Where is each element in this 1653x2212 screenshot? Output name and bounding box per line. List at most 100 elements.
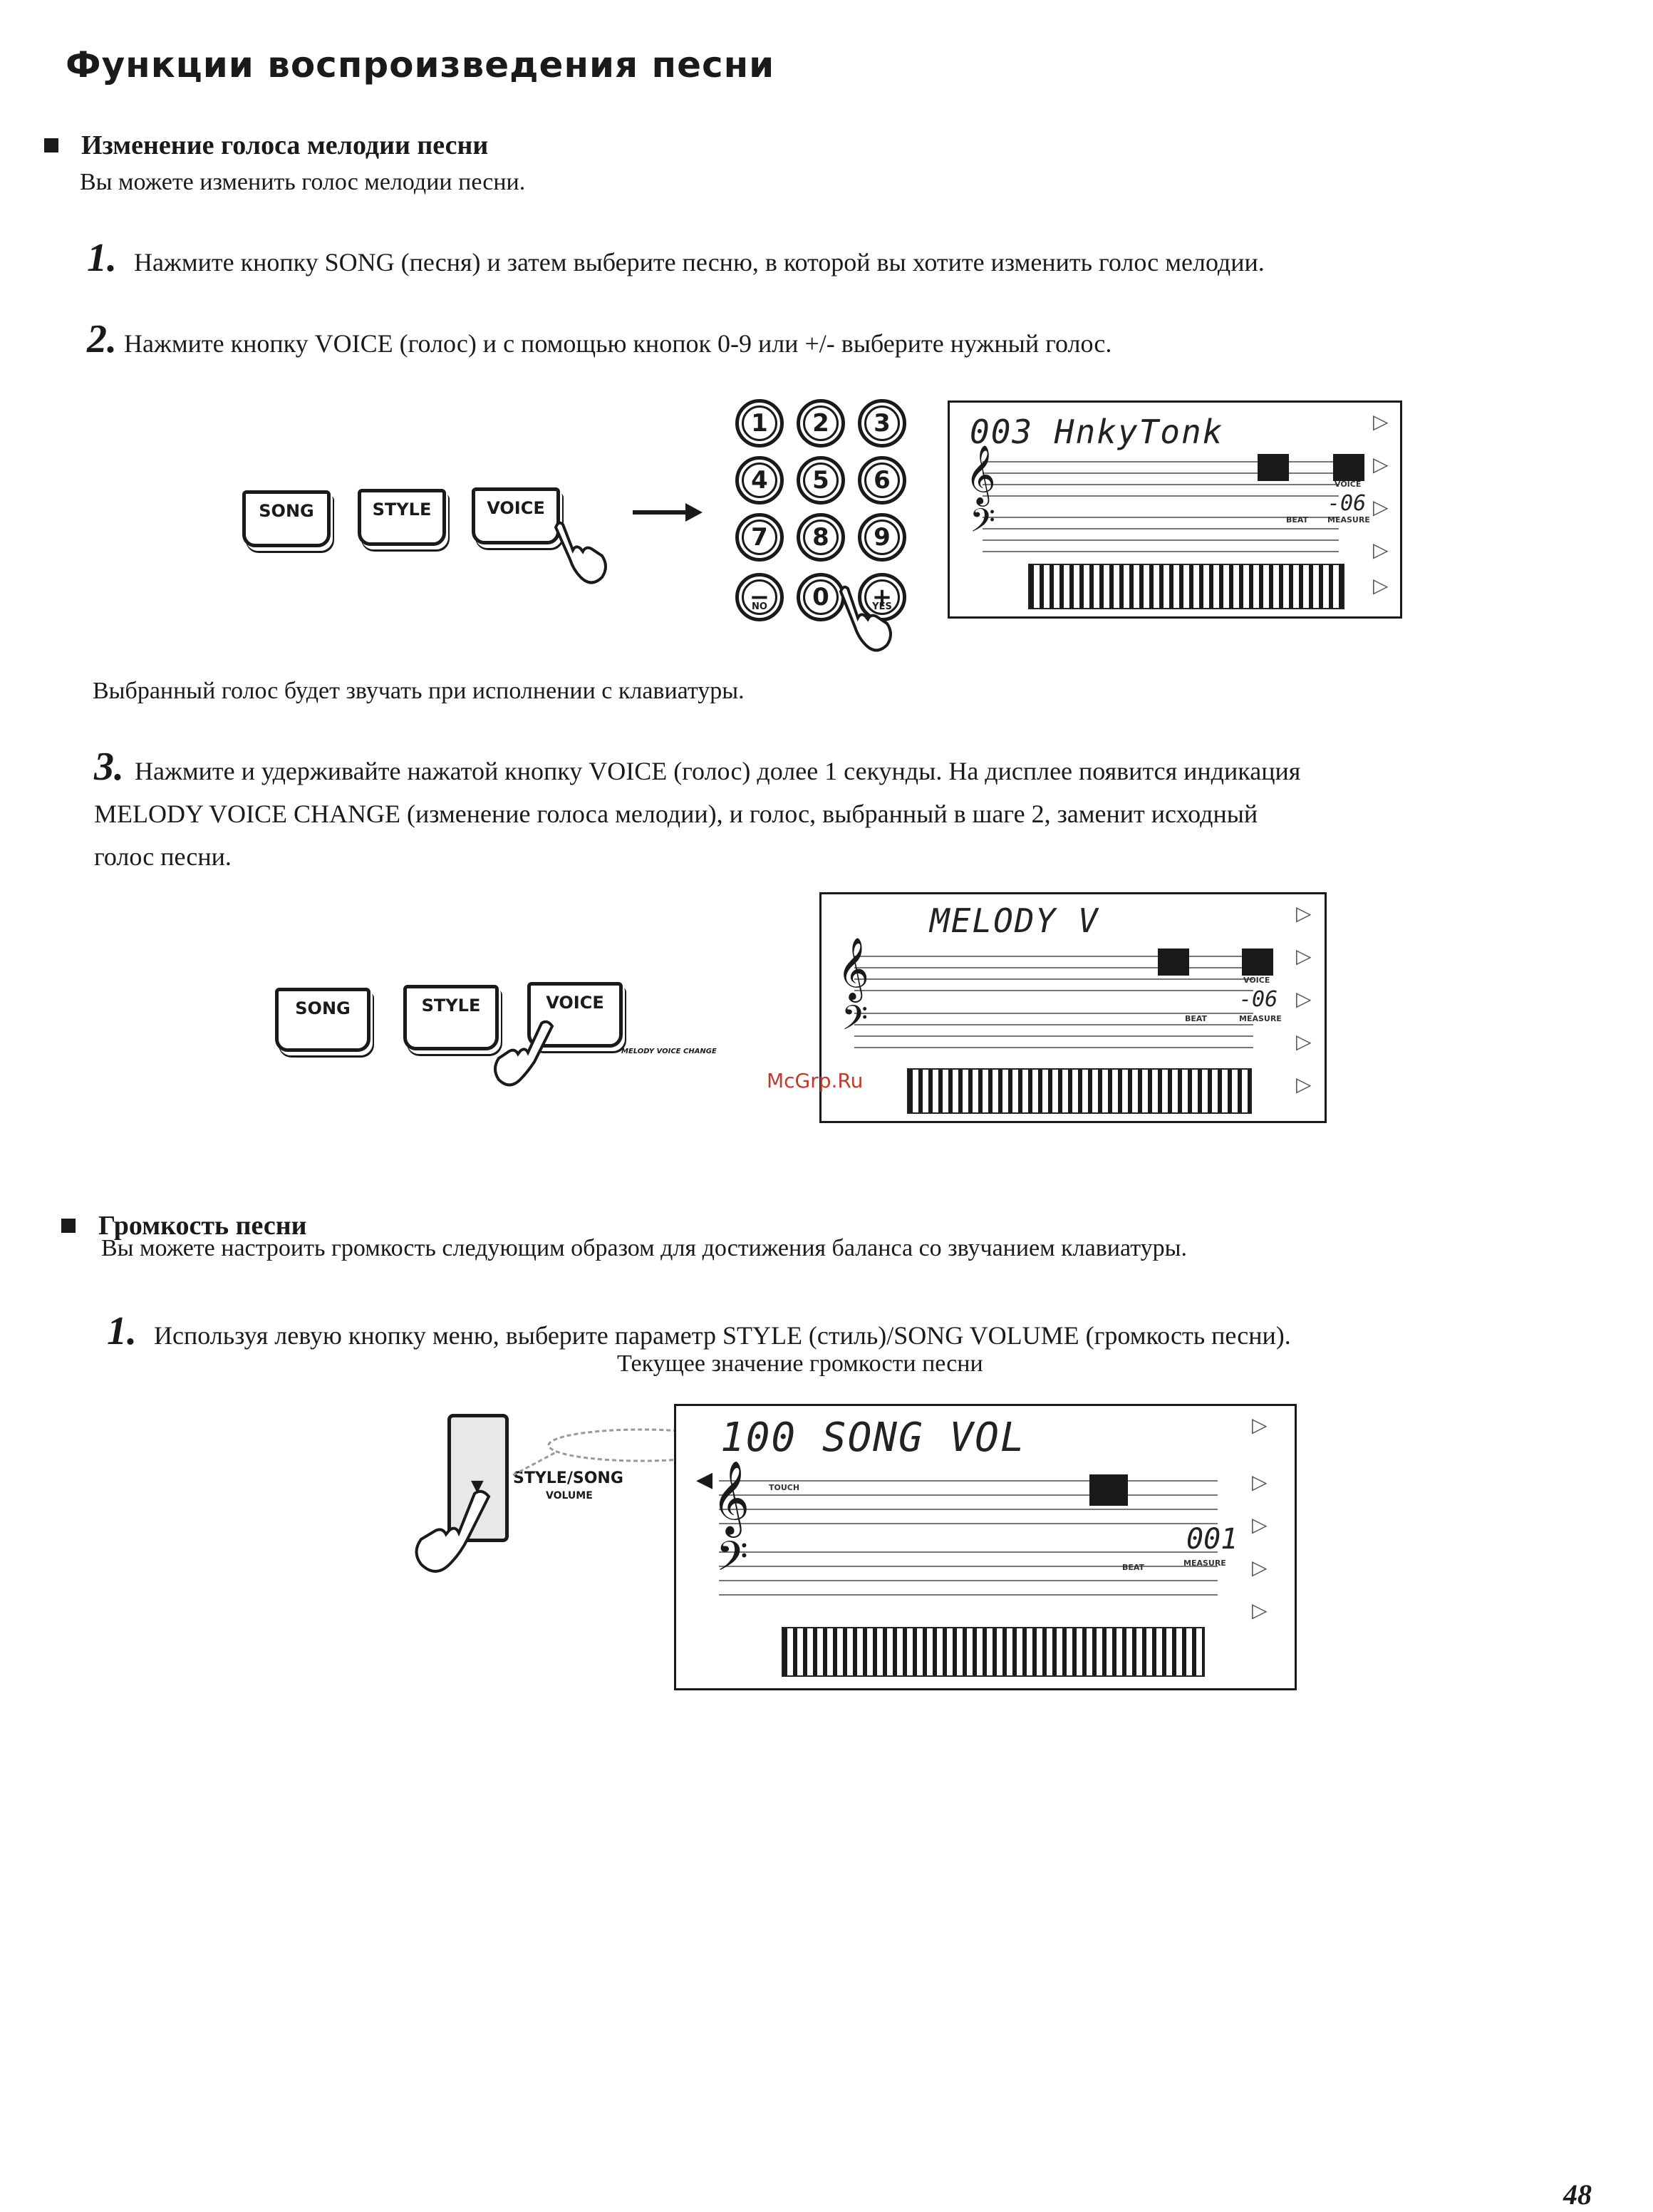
result-note: Выбранный голос будет звучать при исполн…	[93, 678, 745, 704]
right-triangle-icon: ▷	[1252, 1470, 1268, 1494]
pointing-hand-icon	[415, 1489, 491, 1573]
right-triangle-icon: ▷	[1252, 1413, 1268, 1437]
staff-line	[854, 1047, 1253, 1048]
measure-label: MEASURE	[1327, 515, 1370, 524]
measure-value: 001	[1186, 1523, 1238, 1556]
numpad-key-9[interactable]: 9	[858, 513, 906, 562]
style-button[interactable]: STYLE	[358, 489, 446, 546]
numpad-key-2[interactable]: 2	[797, 399, 845, 448]
staff-line	[719, 1580, 1218, 1581]
numpad-key-3[interactable]: 3	[858, 399, 906, 448]
voice-label: VOICE	[1243, 976, 1270, 985]
song-button[interactable]: SONG	[242, 490, 331, 547]
step-text: Нажмите кнопку SONG (песня) и затем выбе…	[134, 248, 1265, 276]
numpad-key-7[interactable]: 7	[735, 513, 784, 562]
style-icon	[1258, 454, 1289, 481]
beat-label: BEAT	[1185, 1014, 1208, 1023]
right-triangle-icon: ▷	[1296, 1030, 1312, 1053]
numpad-key-label: 4	[742, 462, 777, 498]
pointing-hand-icon	[554, 521, 607, 584]
step-1: 1. Нажмите кнопку SONG (песня) и затем в…	[87, 235, 1265, 281]
staff-line	[983, 472, 1339, 474]
staff-line	[854, 1024, 1253, 1025]
staff-line	[719, 1566, 1218, 1567]
voice-button[interactable]: VOICE	[472, 487, 560, 544]
numpad-key-label: −	[742, 579, 777, 615]
staff-line	[983, 539, 1339, 541]
numpad-key-label: 7	[742, 520, 777, 555]
step-number: 1.	[87, 236, 117, 280]
step-text-line1: Нажмите и удерживайте нажатой кнопку VOI…	[135, 757, 1301, 785]
step-text-line2: MELODY VOICE CHANGE (изменение голоса ме…	[94, 800, 1258, 828]
bass-clef-icon: 𝄢	[970, 503, 996, 547]
measure-label: MEASURE	[1239, 1014, 1282, 1023]
staff-line	[719, 1594, 1218, 1596]
numpad-key-label: +	[864, 579, 900, 615]
numpad-key-label: 3	[864, 405, 900, 441]
measure-label: MEASURE	[1183, 1559, 1226, 1568]
numpad-key-label: 0	[803, 579, 839, 615]
right-triangle-icon: ▷	[1252, 1513, 1268, 1536]
section-intro: Вы можете настроить громкость следующим …	[101, 1235, 1187, 1261]
left-pointer-icon: ◀	[696, 1468, 713, 1492]
section-heading-text: Изменение голоса мелодии песни	[81, 130, 489, 160]
numpad-key-1[interactable]: 1	[735, 399, 784, 448]
staff-line	[719, 1509, 1218, 1510]
lcd-main-text: MELODY V	[930, 901, 1099, 940]
right-triangle-icon: ▷	[1373, 538, 1389, 562]
style-song-label-line2: VOLUME	[546, 1490, 593, 1502]
song-button[interactable]: SONG	[275, 988, 370, 1052]
numpad-key-6[interactable]: 6	[858, 456, 906, 505]
right-triangle-icon: ▷	[1373, 410, 1389, 433]
lcd-display-3: 100 SONG VOL ◀ TOUCH 𝄞 𝄢 001 BEAT MEASUR…	[674, 1404, 1297, 1690]
page-number: 48	[1563, 2179, 1592, 2211]
numpad-key-0[interactable]: 0	[797, 573, 845, 621]
step-2: 2. Нажмите кнопку VOICE (голос) и с помо…	[87, 316, 1112, 362]
numpad-key-label: 5	[803, 462, 839, 498]
staff-line	[719, 1494, 1218, 1496]
section-heading-text: Громкость песни	[98, 1211, 307, 1241]
numpad-key-plus-yes[interactable]: +YES	[858, 573, 906, 621]
staff-line	[854, 967, 1253, 968]
style-song-label: STYLE/SONG VOLUME	[513, 1471, 623, 1504]
bass-clef-icon: 𝄢	[841, 999, 869, 1045]
keyboard-strip	[782, 1627, 1205, 1677]
staff-line	[983, 528, 1339, 529]
melody-voice-change-label: MELODY VOICE CHANGE	[621, 1048, 717, 1055]
section-heading-melody-voice: Изменение голоса мелодии песни	[44, 130, 488, 161]
numpad-key-8[interactable]: 8	[797, 513, 845, 562]
staff-line	[854, 1013, 1253, 1014]
numpad-key-label: 6	[864, 462, 900, 498]
touch-label: TOUCH	[769, 1483, 800, 1492]
right-triangle-icon: ▷	[1252, 1556, 1268, 1579]
numpad-key-label: 1	[742, 405, 777, 441]
right-triangle-icon: ▷	[1252, 1598, 1268, 1622]
staff-line	[854, 1035, 1253, 1037]
keyboard-strip	[907, 1068, 1252, 1114]
measure-value: -06	[1239, 987, 1278, 1012]
style-song-label-line1: STYLE/SONG	[513, 1469, 623, 1487]
staff-line	[719, 1523, 1218, 1524]
step-text: Используя левую кнопку меню, выберите па…	[154, 1321, 1291, 1350]
numpad-key-5[interactable]: 5	[797, 456, 845, 505]
beat-label: BEAT	[1286, 515, 1309, 524]
bass-clef-icon: 𝄢	[716, 1535, 749, 1590]
step-1: 1. Используя левую кнопку меню, выберите…	[107, 1308, 1291, 1354]
section-heading-song-volume: Громкость песни	[61, 1210, 306, 1241]
numpad-key-4[interactable]: 4	[735, 456, 784, 505]
arrow-right-icon	[633, 503, 703, 522]
staff-line	[719, 1551, 1218, 1553]
lcd-main-text: 003 HnkyTonk	[970, 413, 1224, 451]
bullet-square-icon	[61, 1219, 76, 1233]
staff-line	[983, 517, 1339, 518]
style-button[interactable]: STYLE	[403, 985, 499, 1050]
numpad-key-minus-no[interactable]: −NO	[735, 573, 784, 621]
staff-line	[854, 990, 1253, 991]
step-number: 2.	[87, 317, 117, 361]
staff-line	[983, 484, 1339, 485]
right-triangle-icon: ▷	[1373, 495, 1389, 519]
measure-value: -06	[1327, 491, 1367, 516]
step-number: 3.	[94, 745, 124, 789]
style-icon	[1089, 1474, 1128, 1506]
step-number: 1.	[107, 1309, 137, 1353]
